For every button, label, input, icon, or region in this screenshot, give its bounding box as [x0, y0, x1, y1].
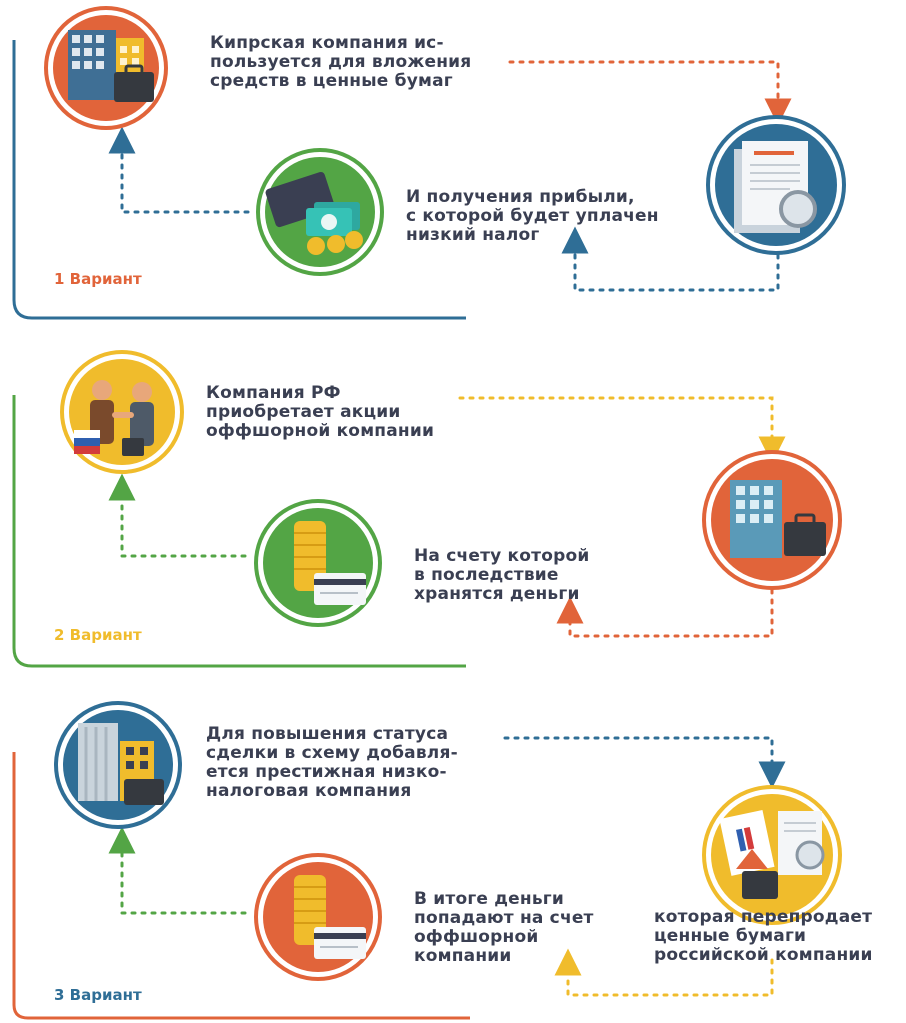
coins-credit-card-icon — [254, 499, 382, 627]
office-building-briefcase-icon — [702, 450, 842, 590]
variant-2-label: 2 Вариант — [54, 626, 142, 644]
variant-1-label: 1 Вариант — [54, 270, 142, 288]
office-building-briefcase-icon — [44, 6, 168, 130]
wallet-money-icon — [256, 148, 384, 276]
office-buildings-icon — [54, 701, 182, 829]
v3-step2-text: которая перепродает ценные бумаги россий… — [654, 907, 873, 965]
v2-step1-text: Компания РФ приобретает акции оффшорной … — [206, 383, 435, 441]
v1-arrow-step3-to-step1 — [108, 126, 250, 214]
variant-3-bracket — [12, 752, 470, 1020]
business-handshake-icon — [60, 350, 184, 474]
documents-transfer-icon — [702, 785, 842, 925]
v2-step3-text: На счету которой в последствие хранятся … — [414, 546, 590, 604]
v1-arrow-step2-to-step3 — [561, 226, 780, 292]
v3-arrow-step3-to-step1 — [108, 826, 247, 915]
variant-1-bracket — [12, 40, 466, 320]
v1-step1-text: Кипрская компания ис- пользуется для вло… — [210, 33, 472, 91]
variant-2-bracket — [12, 395, 466, 668]
agreement-document-icon — [706, 115, 846, 255]
v2-arrow-step1-to-step2 — [458, 396, 786, 464]
v1-step3-text: И получения прибыли, с которой будет упл… — [406, 187, 659, 245]
variant-3-label: 3 Вариант — [54, 986, 142, 1004]
v2-arrow-step2-to-step3 — [556, 588, 774, 638]
v3-arrow-step2-to-step3 — [554, 948, 774, 997]
v3-arrow-step1-to-step2 — [503, 736, 786, 789]
v3-step1-text: Для повышения статуса сделки в схему доб… — [206, 724, 458, 801]
coins-credit-card-icon — [254, 853, 382, 981]
v2-arrow-step3-to-step1 — [108, 473, 247, 558]
v3-step3-text: В итоге деньги попадают на счет оффшорно… — [414, 889, 594, 966]
v1-arrow-step1-to-step2 — [508, 60, 792, 126]
